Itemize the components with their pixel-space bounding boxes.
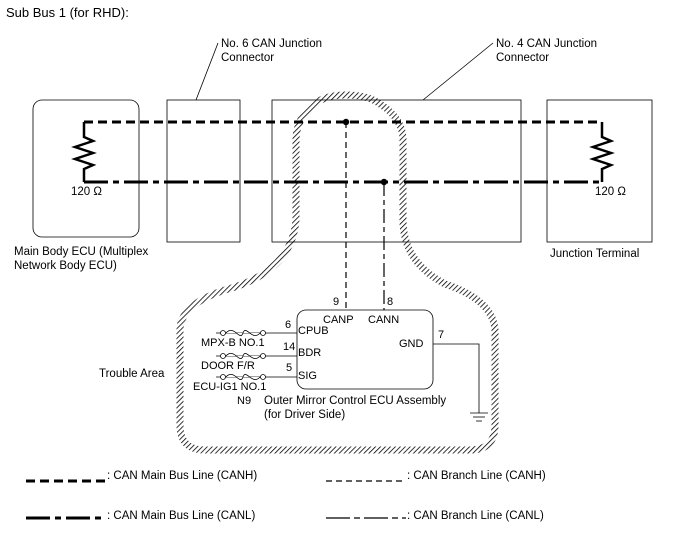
- left-resistor-label: 120 Ω: [71, 186, 102, 198]
- pin-label-cpub: CPUB: [298, 325, 329, 337]
- fuse-label-ecu-ig1: ECU-IG1 NO.1: [193, 381, 266, 393]
- legend-main-canl-label: : CAN Main Bus Line (CANL): [107, 510, 255, 522]
- legend-main-canh-label: : CAN Main Bus Line (CANH): [107, 470, 257, 482]
- right-resistor-symbol: [589, 122, 615, 182]
- main-body-ecu-label: Main Body ECU (Multiplex Network Body EC…: [14, 246, 151, 272]
- left-resistor-symbol: [71, 122, 97, 182]
- no6-connector-box: [166, 99, 241, 243]
- fuse-terminal-left-1: [220, 330, 226, 336]
- pin-label-canp: CANP: [323, 314, 354, 326]
- pin-number-bdr: 14: [283, 341, 295, 353]
- pin-number-sig: 5: [286, 362, 292, 374]
- pin-label-sig: SIG: [298, 370, 317, 382]
- ecu-label-line-1: Outer Mirror Control ECU Assembly: [264, 395, 446, 407]
- fuse-terminal-right-2: [260, 353, 266, 359]
- junction-terminal-label: Junction Terminal: [550, 248, 639, 260]
- pin-number-gnd: 7: [438, 329, 444, 341]
- no4-connector-box: [271, 99, 522, 243]
- no4-label-line-1: No. 4 CAN Junction: [496, 38, 597, 50]
- fuse-door-fr-symbol: [225, 353, 261, 359]
- no4-label-line-2: Connector: [496, 52, 549, 64]
- ecu-label-line-2: (for Driver Side): [264, 409, 345, 421]
- legend-branch-canh-label: : CAN Branch Line (CANH): [407, 470, 546, 482]
- pin-label-cann: CANN: [368, 314, 399, 326]
- diagram-title: Sub Bus 1 (for RHD):: [6, 5, 129, 20]
- legend-branch-canl-label: : CAN Branch Line (CANL): [407, 510, 544, 522]
- fuse-terminal-right-1: [260, 330, 266, 336]
- gnd-wire: [433, 343, 480, 413]
- pin-number-canp: 9: [333, 296, 339, 308]
- trouble-area-boundary: [176, 91, 499, 454]
- no4-connector-label: No. 4 CAN Junction Connector: [496, 38, 600, 64]
- main-ecu-label-line-2: Network Body ECU): [14, 260, 117, 272]
- pin-number-cpub: 6: [285, 319, 291, 331]
- fuse-terminal-left-3: [220, 374, 226, 380]
- main-body-ecu-box: [32, 99, 140, 238]
- outer-mirror-ecu-label: Outer Mirror Control ECU Assembly (for D…: [264, 395, 449, 421]
- connector-code-label: N9: [237, 395, 251, 407]
- right-resistor-label: 120 Ω: [595, 186, 626, 198]
- main-ecu-label-line-1: Main Body ECU (Multiplex: [14, 246, 148, 258]
- no6-label-line-1: No. 6 CAN Junction: [221, 38, 322, 50]
- fuse-label-door-fr: DOOR F/R: [201, 360, 255, 372]
- no6-leader-line: [195, 42, 219, 101]
- ground-icon: [470, 412, 488, 422]
- no6-connector-label: No. 6 CAN Junction Connector: [221, 38, 325, 64]
- pin-label-gnd: GND: [399, 338, 424, 350]
- fuse-terminal-left-2: [220, 353, 226, 359]
- fuse-terminal-right-3: [260, 374, 266, 380]
- fuse-mpx-b-symbol: [225, 330, 261, 336]
- fuse-ecu-ig1-symbol: [225, 374, 261, 380]
- no4-leader-line: [422, 42, 494, 101]
- no6-label-line-2: Connector: [221, 52, 274, 64]
- outer-mirror-ecu-box: [296, 309, 434, 390]
- fuse-label-mpx-b: MPX-B NO.1: [201, 337, 265, 349]
- trouble-area-label: Trouble Area: [99, 368, 165, 380]
- pin-number-cann: 8: [387, 296, 393, 308]
- junction-terminal-box: [546, 99, 653, 243]
- pin-label-bdr: BDR: [298, 347, 321, 359]
